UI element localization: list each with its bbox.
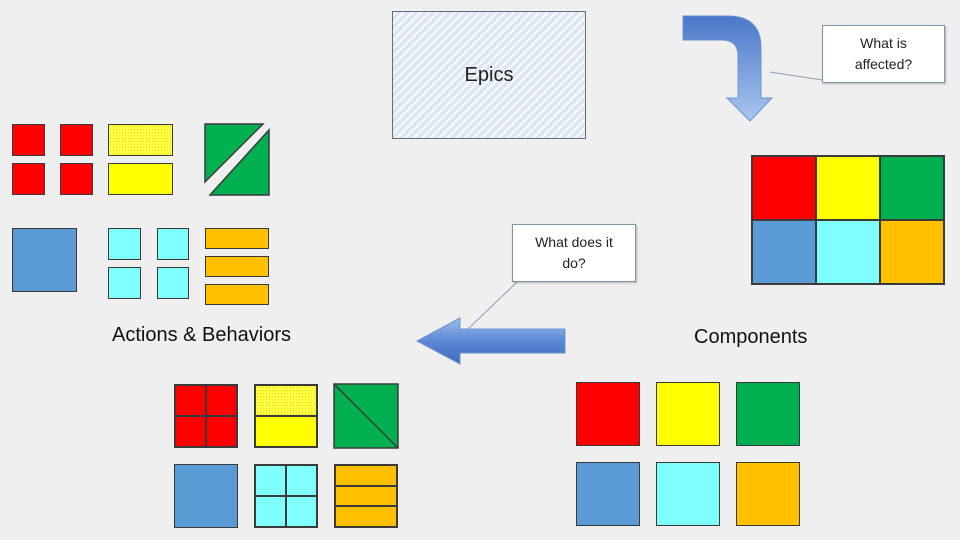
callout-affected-pointer [769,71,823,81]
quad-cell [286,465,317,496]
actions-behaviors-label: Actions & Behaviors [112,324,291,346]
orange-stripe [335,506,397,527]
epics-label: Epics [464,63,514,86]
grid-cell-yellow [816,156,880,220]
red-small-square [12,124,45,156]
green-triangle-lower [208,128,270,196]
cyan-quad-square [254,464,318,528]
callout-does-pointer [467,281,518,330]
orange-stripe [335,465,397,486]
red-quad-square [174,384,238,448]
yellow-split-square [254,384,318,448]
callout-affected-text: What is affected? [854,35,913,72]
cyan-small-square [157,228,189,260]
red-small-square [12,163,45,195]
red-small-square [60,124,93,156]
orange-bar [205,228,269,249]
blue-square [174,464,238,528]
callout-what-does-it-do: What does it do? [512,224,636,282]
yellow-bar [108,163,173,195]
quad-cell [255,465,286,496]
grid-cell-cyan [816,220,880,284]
left-arrow [415,317,566,365]
callout-does-text: What does it do? [535,234,613,271]
orange-bar [205,256,269,277]
components-label: Components [694,326,808,348]
yellow-top-half [255,385,317,416]
yellow-bar [108,124,173,156]
red-component-square [576,382,640,446]
split-green-square [204,123,270,196]
orange-stripe [335,485,397,507]
grid-cell-green [880,156,944,220]
grid-cell-red [752,156,816,220]
orange-component-square [736,462,800,526]
diagonal-green-square [333,383,399,449]
quad-cell [255,496,286,527]
epics-box: Epics [392,11,586,139]
diagonal-line [333,383,399,449]
blue-square [12,228,77,292]
cyan-component-square [656,462,720,526]
grid-cell-orange [880,220,944,284]
yellow-bottom-half [255,416,317,447]
cyan-small-square [108,267,141,299]
yellow-component-square [656,382,720,446]
curved-down-arrow [682,15,774,122]
quad-cell [206,416,237,447]
quad-cell [175,385,206,416]
quad-cell [206,385,237,416]
cyan-small-square [157,267,189,299]
green-component-square [736,382,800,446]
grid-cell-blue [752,220,816,284]
orange-striped-square [334,464,398,528]
red-small-square [60,163,93,195]
orange-bar [205,284,269,305]
blue-component-square [576,462,640,526]
cyan-small-square [108,228,141,260]
quad-cell [175,416,206,447]
green-triangle-upper [204,123,265,184]
callout-what-is-affected: What is affected? [822,25,945,83]
components-grid [751,155,945,285]
quad-cell [286,496,317,527]
